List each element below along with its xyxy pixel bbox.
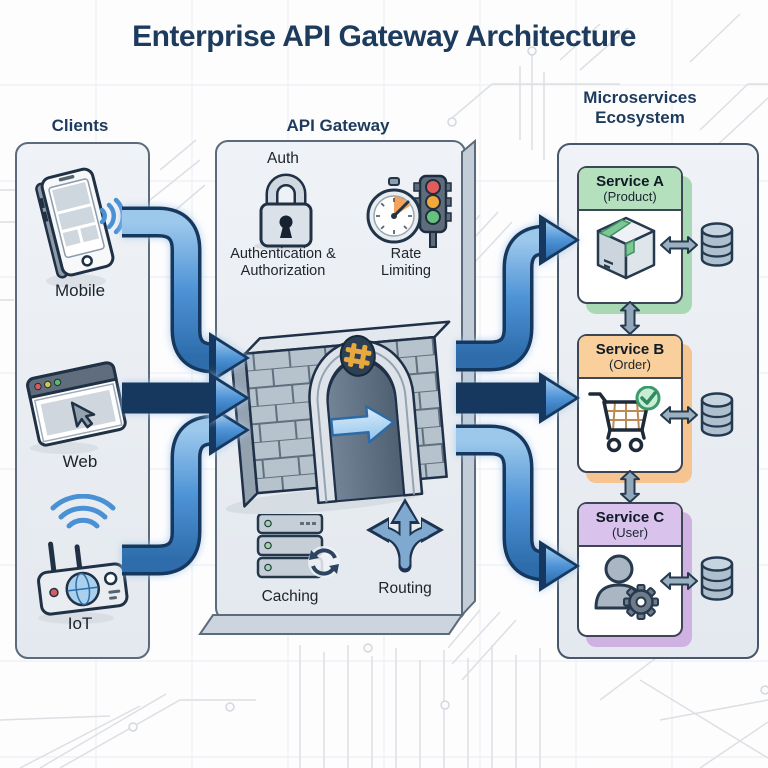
db-link-arrow-service-c	[660, 572, 698, 590]
service-b-name: Service B	[595, 341, 665, 358]
caching-caption: Caching	[261, 588, 319, 605]
page-title: Enterprise API Gateway Architecture	[132, 20, 636, 53]
auth-caption: Authentication & Authorization	[230, 246, 336, 279]
browser-icon	[26, 361, 127, 454]
service-c-name: Service C	[595, 509, 665, 526]
clients-column-header: Clients	[51, 116, 109, 135]
database-icon-service-b	[700, 392, 734, 437]
gear-icon	[623, 584, 659, 620]
service-a-header: Service A (Product)	[579, 168, 681, 211]
db-link-arrow-service-b	[660, 406, 698, 424]
rate-limiting-caption: Rate Limiting	[381, 246, 431, 279]
iot-label: IoT	[67, 614, 93, 633]
database-icon-service-a	[700, 222, 734, 267]
database-icon-service-c	[700, 556, 734, 601]
service-b-c-link-arrow	[620, 470, 640, 503]
stopwatch-traffic-light-icon	[366, 174, 452, 248]
service-b-subtitle: (Order)	[609, 357, 651, 373]
iot-router-icon	[37, 494, 129, 624]
shopping-cart-check-icon	[588, 386, 661, 453]
mobile-label: Mobile	[54, 281, 106, 300]
routing-caption: Routing	[378, 580, 432, 597]
auth-title: Auth	[267, 150, 299, 167]
package-box-icon	[596, 216, 656, 280]
service-b-header: Service B (Order)	[579, 336, 681, 379]
service-a-subtitle: (Product)	[603, 189, 657, 205]
server-stack-refresh-icon	[256, 514, 340, 579]
user-gear-icon	[594, 554, 659, 620]
db-link-arrow-service-a	[660, 236, 698, 254]
service-a-b-link-arrow	[620, 301, 640, 335]
service-a-name: Service A	[596, 173, 664, 190]
service-c-subtitle: (User)	[611, 525, 649, 541]
gateway-column-header: API Gateway	[286, 116, 390, 135]
services-column-header: Microservices Ecosystem	[583, 88, 697, 128]
branching-arrows-icon	[366, 498, 444, 573]
web-label: Web	[62, 452, 98, 471]
smartphone-icon	[35, 167, 126, 288]
padlock-icon	[254, 173, 313, 250]
service-c-header: Service C (User)	[579, 504, 681, 547]
